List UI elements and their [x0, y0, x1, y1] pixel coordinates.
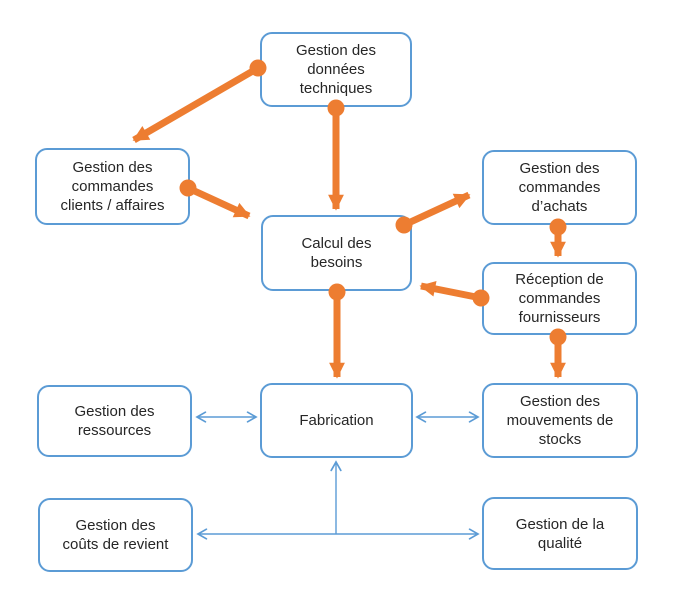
node-gestion-commandes-achats: Gestion des commandes d’achats — [482, 150, 637, 225]
node-label: Gestion des commandes d’achats — [518, 160, 601, 215]
arrow-donnees-to-calcul — [327, 99, 345, 211]
node-gestion-commandes-clients: Gestion des commandes clients / affaires — [35, 148, 190, 225]
node-label: Gestion des mouvements de stocks — [506, 393, 614, 448]
node-label: Calcul des besoins — [301, 235, 372, 271]
node-label: Gestion des ressources — [74, 403, 155, 439]
arrow-reception-to-calcul — [419, 281, 490, 307]
node-gestion-mouvements-stocks: Gestion des mouvements de stocks — [482, 383, 638, 458]
node-gestion-qualite: Gestion de la qualité — [482, 497, 638, 570]
node-fabrication: Fabrication — [260, 383, 413, 458]
arrow-calcul-to-fabrication — [328, 283, 346, 379]
arrow-reception-to-stocks — [549, 328, 567, 379]
node-label: Gestion de la qualité — [515, 515, 605, 552]
node-label: Gestion des coûts de revient — [62, 517, 169, 553]
node-gestion-ressources: Gestion des ressources — [37, 385, 192, 457]
node-label: Fabrication — [299, 412, 374, 429]
node-reception-commandes-fournisseurs: Réception de commandes fournisseurs — [482, 262, 637, 335]
node-gestion-donnees-techniques: Gestion des données techniques — [260, 32, 412, 107]
node-label: Réception de commandes fournisseurs — [515, 271, 604, 326]
arrow-donnees-to-clients — [132, 59, 267, 144]
node-label: Gestion des commandes clients / affaires — [60, 159, 165, 214]
node-label: Gestion des données techniques — [295, 42, 377, 97]
node-gestion-couts-revient: Gestion des coûts de revient — [38, 498, 193, 572]
node-calcul-des-besoins: Calcul des besoins — [261, 215, 412, 291]
